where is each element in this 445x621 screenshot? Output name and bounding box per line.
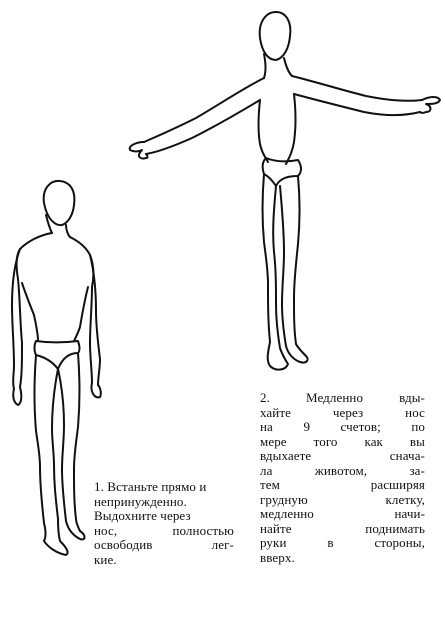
step-1-line: освободив лег- (94, 537, 234, 552)
step-2-line: ла животом, за- (260, 462, 425, 478)
step-2-line: вверх. (260, 549, 295, 565)
step-2-line: вдыхаете снача- (260, 448, 425, 463)
step-2-line: руки в стороны, (260, 535, 425, 550)
step-1-caption: 1. Встаньте прямо и непринужденно. Выдох… (94, 479, 234, 567)
arms-spread-man-illustration (128, 11, 441, 371)
step-2-line: мере того как вы (260, 433, 425, 449)
step-2-line: 2. Медленно вды- (260, 390, 425, 405)
step-1-line: 1. Встаньте прямо и (94, 479, 207, 494)
step-1-line: Выдохните через (94, 508, 191, 523)
step-2-line: хайте через нос (260, 404, 425, 420)
standing-man-illustration (11, 179, 102, 556)
step-2-caption: 2. Медленно вды- хайте через нос на 9 сч… (260, 390, 425, 565)
figure-arms-raised-inhale (120, 8, 445, 383)
step-1-line: кие. (94, 551, 117, 567)
step-2-line: на 9 счетов; по (260, 419, 425, 434)
step-1-line: нос, полностью (94, 522, 234, 538)
step-2-line: медленно начи- (260, 506, 425, 521)
step-2-line: грудную клетку, (260, 491, 425, 507)
step-2-line: тем расширяя (260, 477, 425, 492)
figure-standing-exhale (0, 175, 110, 560)
step-2-line: найте поднимать (260, 520, 425, 536)
step-1-line: непринужденно. (94, 493, 187, 509)
